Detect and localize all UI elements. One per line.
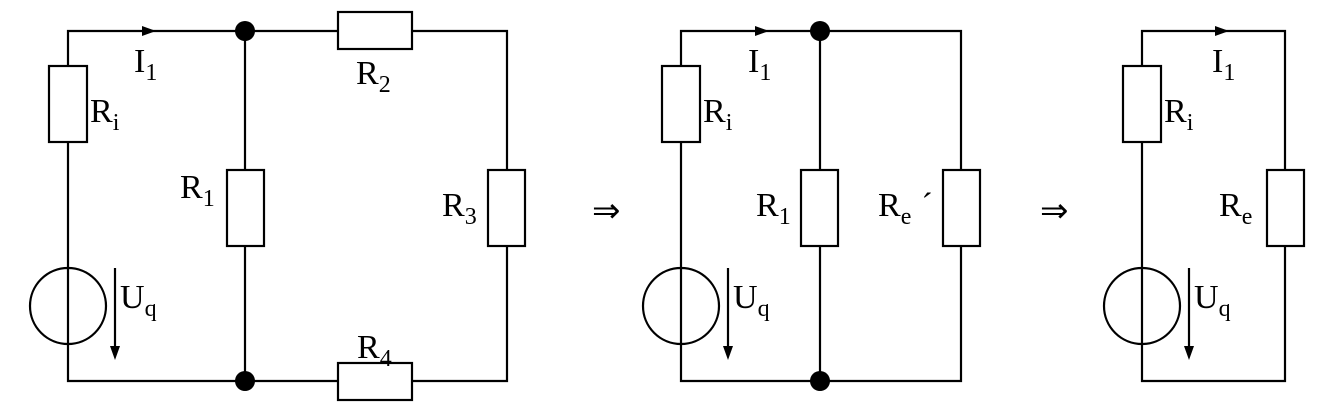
label3-ri: Ri <box>1164 93 1194 136</box>
label-r1: R1 <box>180 169 215 212</box>
resistor3-re <box>1265 168 1306 248</box>
label2-r1: R1 <box>756 187 791 230</box>
label-i1: I1 <box>134 43 157 86</box>
current-arrow-head <box>142 26 156 36</box>
current-arrow-head-2 <box>755 26 769 36</box>
label-r4: R4 <box>357 329 392 372</box>
circuit-reduced: I1 Ri Re Uq <box>1102 26 1306 383</box>
resistor2-re-prime <box>941 168 982 248</box>
label3-i1: I1 <box>1212 43 1235 86</box>
wire3-left-upper <box>1140 29 1287 170</box>
resistor-ri <box>47 64 89 144</box>
label-ri: Ri <box>90 93 120 136</box>
junction-node-bottom <box>235 371 255 391</box>
junction-node-top <box>235 21 255 41</box>
current-arrow-head-3 <box>1215 26 1229 36</box>
circuit-intermediate: I1 Ri R1 Re´ Uq <box>641 21 982 391</box>
wire-left-upper <box>66 29 338 66</box>
resistor-r3 <box>486 168 527 248</box>
resistor2-ri <box>660 64 702 144</box>
circuit-original: I1 Ri R2 R1 R3 Uq R4 <box>28 10 527 402</box>
resistor3-ri <box>1121 64 1163 144</box>
label3-re: Re <box>1219 187 1252 230</box>
transform-arrow-2: ⇒ <box>1040 191 1069 231</box>
voltage-arrow-head-3 <box>1184 346 1194 360</box>
transform-arrow-1: ⇒ <box>592 191 621 231</box>
wire3-right-lower <box>1140 246 1287 383</box>
wire-right-lower <box>412 246 509 383</box>
label3-uq: Uq <box>1194 279 1231 322</box>
junction2-node-top <box>810 21 830 41</box>
resistor-r4 <box>336 361 414 402</box>
junction2-node-bottom <box>810 371 830 391</box>
label2-uq: Uq <box>733 279 770 322</box>
resistor2-r1 <box>799 168 840 248</box>
label2-i1: I1 <box>748 43 771 86</box>
label-uq: Uq <box>120 279 157 322</box>
resistor-r1 <box>225 168 266 248</box>
wire-top-right <box>412 29 509 170</box>
label-r3: R3 <box>442 187 477 230</box>
label2-ri: Ri <box>703 93 733 136</box>
label2-re-prime: Re´ <box>878 187 933 230</box>
voltage-arrow-head-2 <box>723 346 733 360</box>
label-r2: R2 <box>356 55 391 98</box>
resistor-r2 <box>336 10 414 51</box>
voltage-arrow-head <box>110 346 120 360</box>
wire-bottom-left <box>66 344 338 383</box>
